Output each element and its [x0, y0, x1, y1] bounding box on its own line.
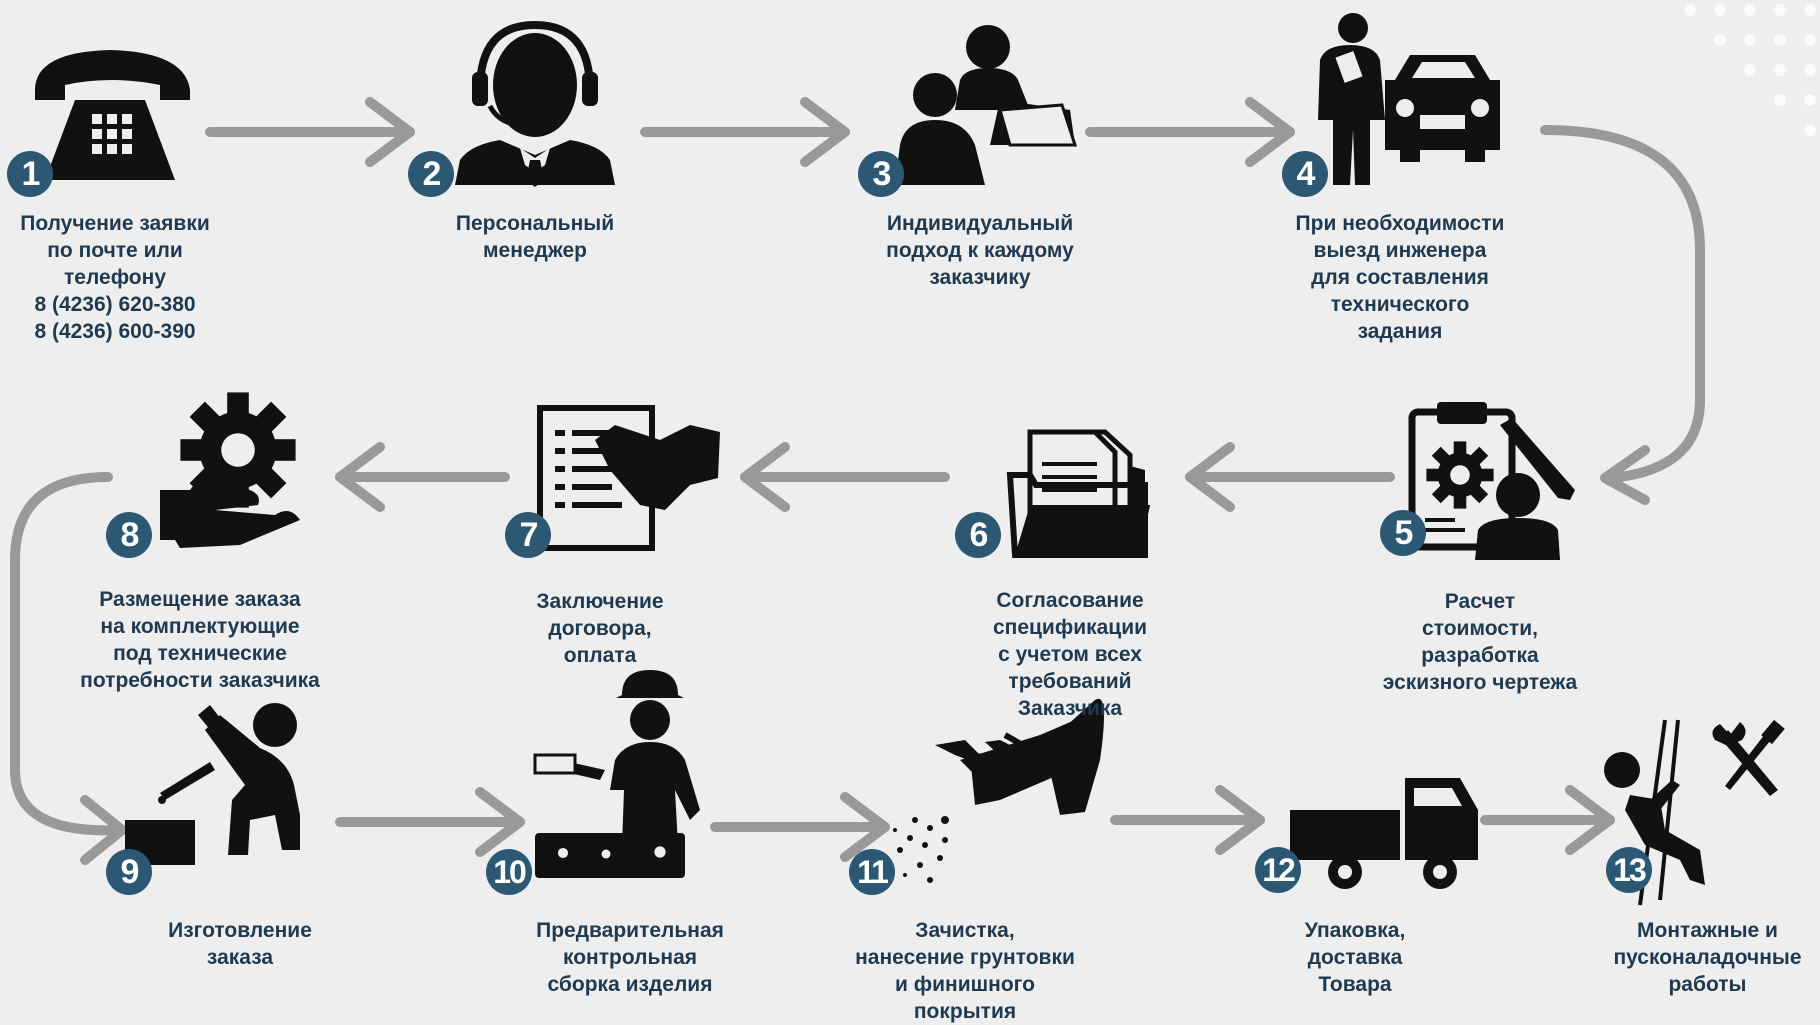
step-7-label: Заключение договора, оплата [536, 590, 664, 667]
step-2-badge: 2 [408, 151, 454, 197]
arrow-2-3 [640, 97, 850, 167]
spray-gun-icon [893, 698, 1104, 883]
arrow-7-8 [335, 442, 510, 512]
arrow-5-6 [1185, 442, 1395, 512]
arrow-9-10 [335, 787, 525, 857]
climber-tools-icon [1604, 719, 1785, 906]
step-9-label: Изготовление заказа [168, 919, 312, 969]
arrow-4-5 [1540, 125, 1705, 505]
step-4-badge: 4 [1282, 151, 1328, 197]
arrow-10-11 [710, 792, 890, 862]
delivery-truck-icon [1290, 778, 1478, 889]
step-3-badge: 3 [858, 151, 904, 197]
step-11-label: Зачистка, нанесение грунтовки и финишног… [855, 919, 1075, 1023]
step-12-label: Упаковка, доставка Товара [1304, 919, 1406, 996]
step-8-badge: 8 [106, 512, 152, 558]
arrow-6-7 [740, 442, 950, 512]
step-7-badge: 7 [505, 512, 551, 558]
folder-documents-icon [1006, 429, 1150, 558]
welder-icon [125, 703, 300, 865]
step-13-label: Монтажные и пусконаладочные работы [1613, 919, 1802, 996]
arrow-12-13 [1480, 785, 1615, 855]
contract-handshake-icon [537, 405, 720, 551]
step-11-badge: 11 [849, 849, 895, 895]
clipboard-gear-icon [1408, 402, 1575, 560]
step-5-label: Расчет стоимости, разработка эскизного ч… [1382, 590, 1578, 694]
step-6-badge: 6 [955, 512, 1001, 558]
step-1-label: Получение заявки по почте или телефону 8… [20, 212, 210, 343]
decorative-dots [1684, 4, 1816, 136]
step-3-label: Индивидуальный подход к каждому заказчик… [886, 212, 1074, 289]
step-9-badge: 9 [106, 849, 152, 895]
headset-manager-icon [455, 20, 615, 187]
step-10-badge: 10 [486, 849, 532, 895]
step-13-badge: 13 [1606, 847, 1652, 893]
step-6-label: Согласование спецификации с учетом всех … [992, 589, 1148, 720]
step-10-label: Предварительная контрольная сборка издел… [536, 919, 724, 996]
telephone-icon [35, 50, 190, 180]
arrow-1-2 [205, 97, 415, 167]
engineer-car-icon [1318, 13, 1500, 185]
step-1-badge: 1 [7, 151, 53, 197]
step-2-label: Персональный менеджер [455, 212, 615, 262]
step-4-label: При необходимости выезд инженера для сос… [1295, 212, 1505, 343]
assembly-worker-icon [533, 670, 700, 878]
arrow-8-9 [10, 472, 127, 865]
step-5-badge: 5 [1380, 510, 1426, 556]
arrow-11-12 [1110, 785, 1265, 855]
meeting-icon [895, 25, 1078, 185]
arrow-3-4 [1085, 97, 1295, 167]
step-12-badge: 12 [1255, 847, 1301, 893]
step-8-label: Размещение заказа на комплектующие под т… [80, 588, 320, 692]
hand-gear-icon [160, 392, 300, 548]
